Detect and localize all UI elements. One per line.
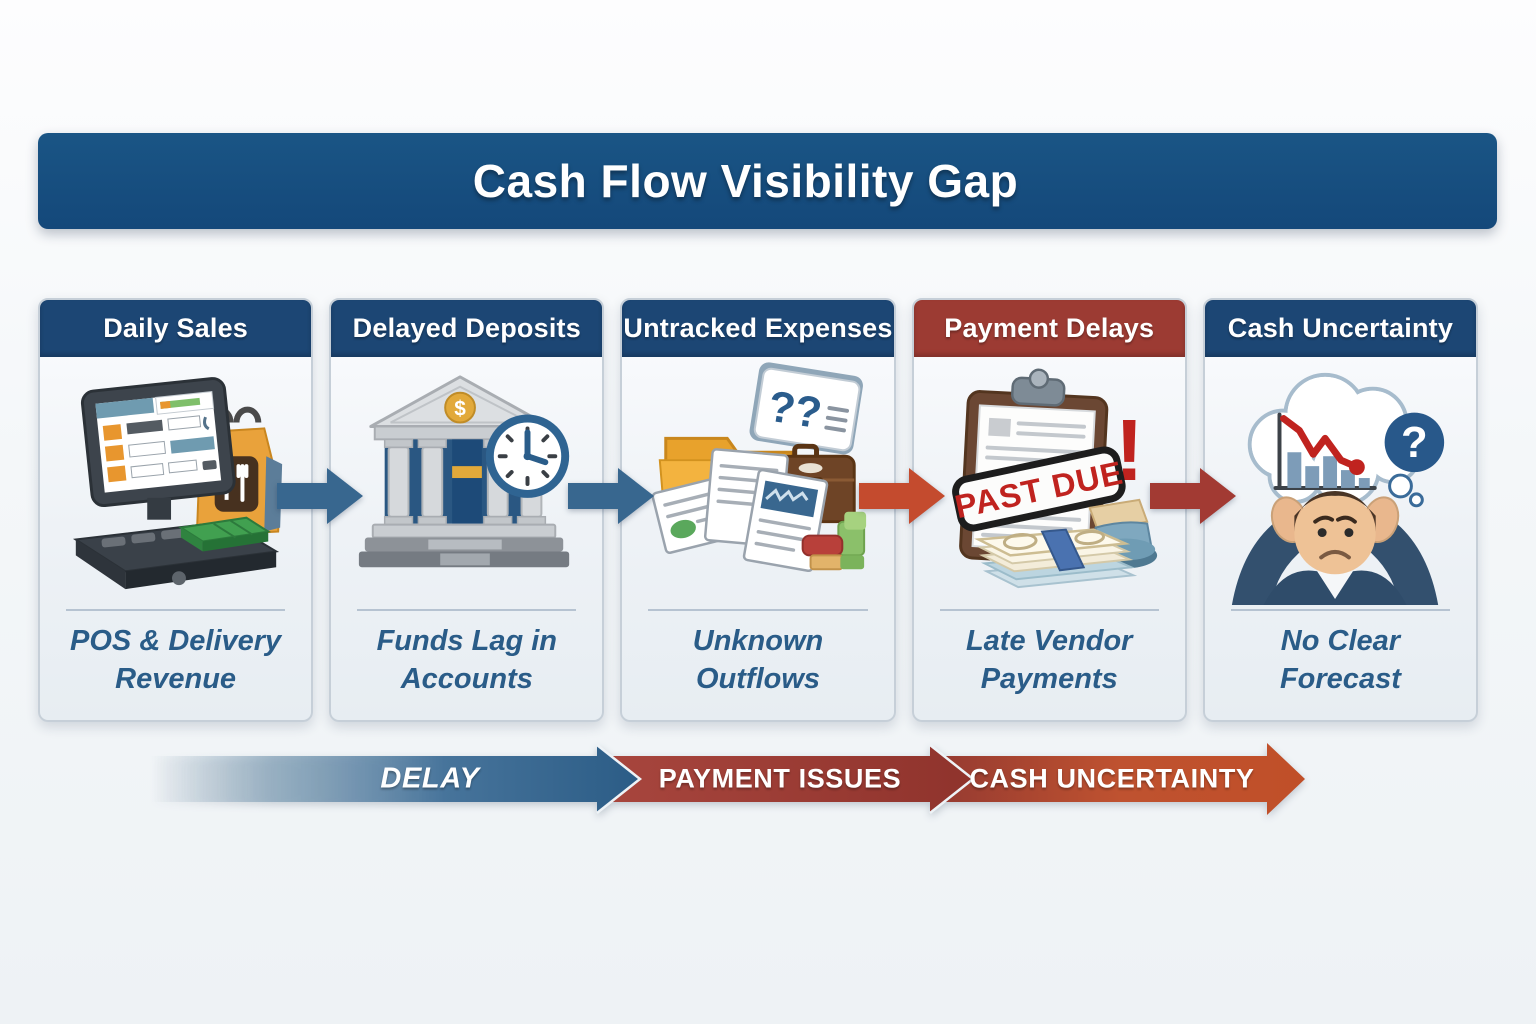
card-cash-uncertainty: Cash Uncertainty xyxy=(1202,298,1479,722)
flow-segment-delay xyxy=(150,745,640,813)
expenses-pile-icon: ?? xyxy=(651,362,867,573)
bank-clock-icon: $ xyxy=(358,375,569,568)
flow-segment-cash-uncertainty xyxy=(935,743,1305,815)
card-header-label: Cash Uncertainty xyxy=(1227,313,1454,343)
question-mark-glyph: ? xyxy=(1401,418,1428,467)
card-daily-sales: Daily Sales xyxy=(38,298,314,722)
card-caption: POS & Delivery Revenue xyxy=(70,625,282,695)
arrow-deposits-to-expenses-icon xyxy=(568,468,654,524)
title-banner: Cash Flow Visibility Gap xyxy=(38,133,1497,229)
pos-terminal-icon xyxy=(72,377,282,590)
card-divider xyxy=(648,609,868,611)
dollar-sign-glyph: $ xyxy=(454,398,466,421)
card-header-label: Delayed Deposits xyxy=(352,313,581,343)
flow-label-payment-issues: PAYMENT ISSUES xyxy=(658,763,902,794)
card-caption: No Clear Forecast xyxy=(1279,625,1401,695)
card-divider xyxy=(66,609,286,611)
card-divider xyxy=(357,609,577,611)
worried-man-icon: ? xyxy=(1232,372,1445,605)
card-caption: Late Vendor Payments xyxy=(965,625,1133,695)
flow-label-delay: DELAY xyxy=(380,762,480,795)
card-caption: Funds Lag in Accounts xyxy=(376,625,558,695)
question-marks-glyph: ?? xyxy=(765,382,825,439)
arrow-payment-to-uncertainty-icon xyxy=(1150,468,1236,524)
card-header-label: Untracked Expenses xyxy=(623,313,893,343)
card-header-label: Payment Delays xyxy=(944,313,1155,343)
card-header: Payment Delays xyxy=(913,300,1185,357)
past-due-clipboard-icon: ! PAST DUE xyxy=(952,368,1158,589)
flow-label-cash-uncertainty: CASH UNCERTAINTY xyxy=(969,763,1255,794)
arrow-expenses-to-payment-icon xyxy=(859,468,945,524)
card-untracked-expenses: Untracked Expenses ?? xyxy=(620,298,896,722)
card-payment-delays: Payment Delays xyxy=(911,298,1187,722)
card-header: Untracked Expenses xyxy=(622,300,894,357)
card-header: Delayed Deposits xyxy=(331,300,603,357)
card-divider xyxy=(1230,609,1451,611)
page-title: Cash Flow Visibility Gap xyxy=(472,155,1019,207)
card-header-label: Daily Sales xyxy=(103,313,248,343)
card-delayed-deposits: Delayed Deposits $ xyxy=(329,298,605,722)
card-header: Daily Sales xyxy=(40,300,312,357)
card-caption: Unknown Outflows xyxy=(692,625,824,695)
card-header: Cash Uncertainty xyxy=(1204,300,1477,357)
flow-segment-payment-issues xyxy=(600,745,973,813)
arrow-daily-to-deposits-icon xyxy=(277,468,363,524)
cards-row: Daily Sales xyxy=(38,298,1479,722)
bottom-flow-arrow xyxy=(150,743,1305,815)
card-divider xyxy=(939,609,1159,611)
